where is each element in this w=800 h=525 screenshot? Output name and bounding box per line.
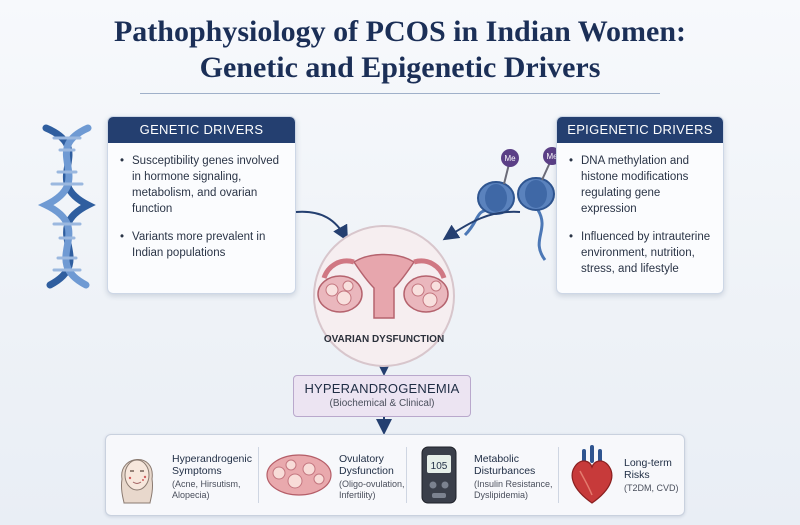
follicle-ovary-icon — [266, 454, 332, 496]
hyperandrogenemia-box: HYPERANDROGENEMIA (Biochemical & Clinica… — [293, 375, 471, 417]
face-icon — [120, 459, 154, 504]
heart-icon — [571, 445, 613, 504]
outcome-2-title: Ovulatory Dysfunction — [339, 453, 394, 477]
epigenetic-drivers-panel: EPIGENETIC DRIVERS DNA methylation and h… — [556, 116, 724, 294]
outcome-1-detail: (Acne, Hirsutism, Alopecia) — [172, 479, 241, 500]
outcome-metabolic-disturbances: 105 Metabolic Disturbances (Insulin Resi… — [410, 435, 560, 515]
genetic-drivers-list: Susceptibility genes involved in hormone… — [118, 153, 287, 273]
genetic-drivers-panel: GENETIC DRIVERS Susceptibility genes inv… — [107, 116, 296, 294]
hyperandrogenemia-subtitle: (Biochemical & Clinical) — [329, 398, 435, 409]
title-line-1: Pathophysiology of PCOS in Indian Women: — [113, 15, 687, 48]
epigenetic-drivers-header: EPIGENETIC DRIVERS — [557, 117, 723, 143]
genetic-bullet-1: Susceptibility genes involved in hormone… — [118, 153, 287, 217]
outcome-divider-1 — [258, 447, 259, 503]
glucose-meter-icon: 105 — [421, 446, 457, 504]
outcome-ovulatory-dysfunction: Ovulatory Dysfunction (Oligo-ovulation, … — [261, 435, 411, 515]
outcomes-bar: Hyperandrogenic Symptoms (Acne, Hirsutis… — [105, 434, 685, 516]
ovarian-dysfunction-illustration — [310, 222, 458, 370]
epigenetic-arrow — [442, 210, 521, 241]
dna-helix-icon — [37, 124, 96, 289]
outcome-divider-2 — [406, 447, 407, 503]
methyl-marker-label-1: Me — [504, 154, 516, 163]
hyperandrogenemia-title: HYPERANDROGENEMIA — [304, 381, 460, 396]
epigenetic-bullet-2: Influenced by intrauterine environment, … — [567, 229, 715, 277]
title-line-2: Genetic and Epigenetic Drivers — [199, 51, 601, 84]
page-title: Pathophysiology of PCOS in Indian Women:… — [0, 14, 800, 86]
outcome-hyperandrogenic-symptoms: Hyperandrogenic Symptoms (Acne, Hirsutis… — [106, 435, 256, 515]
outcome-3-detail: (Insulin Resistance, Dyslipidemia) — [474, 479, 553, 500]
genetic-bullet-2: Variants more prevalent in Indian popula… — [118, 229, 287, 261]
outcome-4-detail: (T2DM, CVD) — [624, 483, 679, 493]
ovary-icon — [313, 225, 455, 367]
methyl-marker-label-2: Me — [546, 152, 558, 161]
title-divider — [140, 93, 660, 94]
genetic-drivers-header: GENETIC DRIVERS — [108, 117, 295, 143]
outcome-divider-3 — [558, 447, 559, 503]
outcome-long-term-risks: Long-term Risks (T2DM, CVD) — [560, 435, 684, 515]
outcome-2-detail: (Oligo-ovulation, Infertility) — [339, 479, 405, 500]
epigenetic-drivers-list: DNA methylation and histone modification… — [567, 153, 715, 289]
glucose-reading: 105 — [431, 461, 448, 472]
outcome-3-title: Metabolic Disturbances — [474, 453, 536, 477]
outcome-4-title: Long-term Risks — [624, 457, 672, 481]
outcome-1-title: Hyperandrogenic Symptoms — [172, 453, 252, 477]
ovarian-dysfunction-caption: OVARIAN DYSFUNCTION — [323, 334, 445, 345]
epigenetic-bullet-1: DNA methylation and histone modification… — [567, 153, 715, 217]
genetic-arrow — [295, 210, 348, 242]
